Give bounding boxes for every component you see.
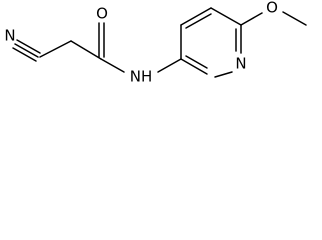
carbonyl-oxygen-label: O	[96, 5, 108, 23]
bond-o-methyl	[282, 11, 307, 26]
pyridine-nitrogen-label: N	[235, 55, 246, 73]
nitrile-triple-bond	[12, 39, 41, 62]
carbonyl-double-bond	[98, 22, 105, 58]
bond-ring-methoxy-o	[240, 12, 263, 26]
bond-carbonyl-nh	[100, 58, 125, 73]
bond-c-ch2	[39, 40, 72, 58]
chemical-structure: N O NH N O	[4, 0, 307, 86]
nitrile-nitrogen-label: N	[4, 27, 15, 45]
methoxy-oxygen-label: O	[266, 0, 278, 17]
bond-nh-ring	[157, 58, 182, 73]
amide-nh-label: NH	[130, 68, 153, 86]
pyridine-ring	[180, 7, 242, 78]
bond-ch2-carbonyl	[70, 40, 102, 60]
